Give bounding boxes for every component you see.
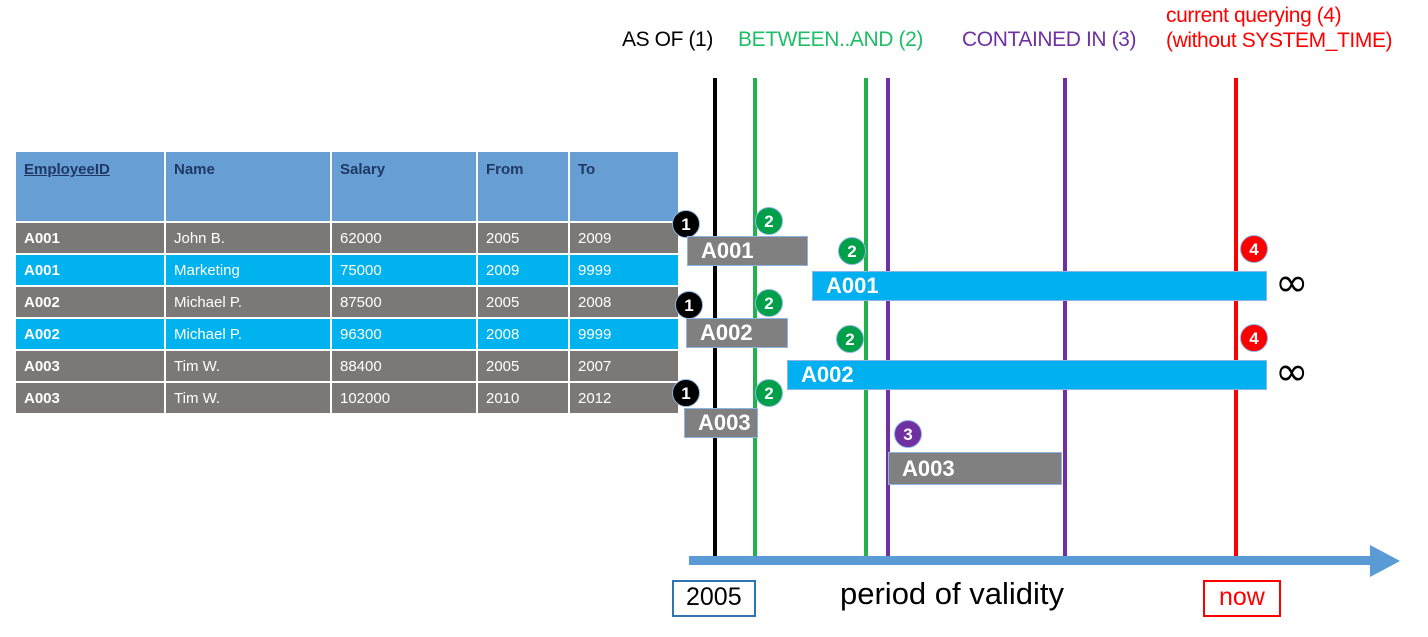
cell-to: 2007 — [570, 351, 678, 381]
between-end-marker-line — [864, 78, 868, 560]
legend-contained-in: CONTAINED IN (3) — [962, 28, 1137, 51]
cell-salary: 88400 — [332, 351, 476, 381]
column-header-to: To — [570, 152, 678, 221]
legend-as-of: AS OF (1) — [622, 28, 713, 51]
bar-a003-later: A003 — [888, 452, 1062, 485]
cell-to: 2012 — [570, 383, 678, 413]
bar-a001-current: A001 — [812, 271, 1267, 301]
cell-to: 2008 — [570, 287, 678, 317]
badge-2: 2 — [755, 207, 783, 235]
cell-name: Tim W. — [166, 351, 330, 381]
cell-employeeid: A003 — [16, 383, 164, 413]
badge-2: 2 — [755, 289, 783, 317]
infinity-symbol-a002: ∞ — [1275, 349, 1309, 395]
cell-employeeid: A003 — [16, 351, 164, 381]
cell-name: John B. — [166, 223, 330, 253]
column-header-salary: Salary — [332, 152, 476, 221]
bar-a003-historical: A003 — [684, 408, 758, 438]
cell-salary: 62000 — [332, 223, 476, 253]
bar-a002-historical: A002 — [686, 318, 788, 348]
column-header-from: From — [478, 152, 568, 221]
badge-1: 1 — [672, 379, 700, 407]
cell-from: 2005 — [478, 287, 568, 317]
cell-to: 2009 — [570, 223, 678, 253]
cell-salary: 87500 — [332, 287, 476, 317]
cell-salary: 75000 — [332, 255, 476, 285]
cell-salary: 102000 — [332, 383, 476, 413]
badge-1: 1 — [675, 291, 703, 319]
cell-from: 2008 — [478, 319, 568, 349]
cell-employeeid: A001 — [16, 223, 164, 253]
cell-from: 2009 — [478, 255, 568, 285]
column-header-name: Name — [166, 152, 330, 221]
cell-from: 2010 — [478, 383, 568, 413]
table-header: EmployeeID Name Salary From To — [16, 152, 678, 221]
table-row: A001 Marketing 75000 2009 9999 — [16, 255, 678, 285]
cell-name: Marketing — [166, 255, 330, 285]
timeline-axis-arrow-icon — [1370, 545, 1400, 577]
now-marker-line — [1234, 78, 1238, 560]
cell-name: Tim W. — [166, 383, 330, 413]
badge-4: 4 — [1240, 324, 1268, 352]
cell-from: 2005 — [478, 223, 568, 253]
badge-2: 2 — [838, 237, 866, 265]
table-row: A002 Michael P. 87500 2005 2008 — [16, 287, 678, 317]
axis-caption: period of validity — [840, 576, 1065, 611]
table-row: A003 Tim W. 102000 2010 2012 — [16, 383, 678, 413]
cell-name: Michael P. — [166, 287, 330, 317]
table-header-row: EmployeeID Name Salary From To — [16, 152, 678, 221]
cell-name: Michael P. — [166, 319, 330, 349]
legend-current-querying: current querying (4) (without SYSTEM_TIM… — [1166, 4, 1393, 54]
badge-2: 2 — [836, 325, 864, 353]
badge-3: 3 — [894, 420, 922, 448]
legend-current-line1: current querying (4) — [1166, 4, 1342, 27]
timeline-axis — [689, 556, 1373, 565]
legend-current-line2: (without SYSTEM_TIME) — [1166, 28, 1393, 52]
column-header-employeeid: EmployeeID — [16, 152, 164, 221]
cell-to: 9999 — [570, 319, 678, 349]
badge-1: 1 — [672, 210, 700, 238]
contained-in-start-marker-line — [886, 78, 890, 560]
bar-a002-current: A002 — [787, 360, 1267, 390]
table-body: A001 John B. 62000 2005 2009 A001 Market… — [16, 223, 678, 413]
cell-employeeid: A001 — [16, 255, 164, 285]
table-row: A003 Tim W. 88400 2005 2007 — [16, 351, 678, 381]
legend-between-and: BETWEEN..AND (2) — [738, 28, 923, 51]
cell-salary: 96300 — [332, 319, 476, 349]
badge-4: 4 — [1240, 235, 1268, 263]
cell-to: 9999 — [570, 255, 678, 285]
infinity-symbol-a001: ∞ — [1275, 260, 1309, 306]
table-row: A002 Michael P. 96300 2008 9999 — [16, 319, 678, 349]
axis-end-label: now — [1203, 580, 1281, 617]
bar-a001-historical: A001 — [687, 236, 808, 266]
badge-2: 2 — [755, 379, 783, 407]
cell-employeeid: A002 — [16, 287, 164, 317]
contained-in-end-marker-line — [1063, 78, 1067, 560]
cell-from: 2005 — [478, 351, 568, 381]
axis-start-label: 2005 — [672, 580, 756, 617]
table-row: A001 John B. 62000 2005 2009 — [16, 223, 678, 253]
cell-employeeid: A002 — [16, 319, 164, 349]
employee-history-table: EmployeeID Name Salary From To A001 John… — [14, 150, 680, 415]
